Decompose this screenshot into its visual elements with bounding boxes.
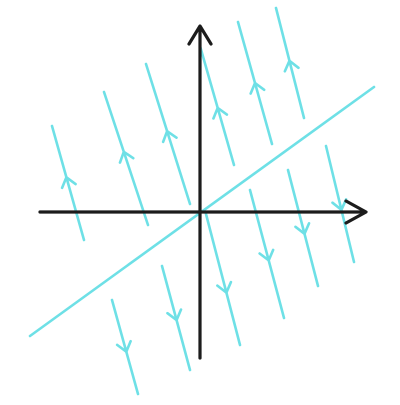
arrowhead-down-icon <box>331 198 348 212</box>
flow-line-path <box>274 6 306 120</box>
arrowhead-up-icon <box>212 106 229 120</box>
flow-line-path <box>160 264 192 372</box>
arrowhead-right-icon <box>344 199 368 225</box>
arrowhead-up-icon <box>249 81 266 95</box>
arrowhead-up-icon <box>60 176 77 190</box>
flow-line-path <box>110 298 140 396</box>
flow-line <box>50 124 86 242</box>
flow-line-path <box>286 168 320 288</box>
arrowhead-up-icon <box>187 24 213 46</box>
flow-line <box>110 298 140 396</box>
flow-line <box>144 62 192 206</box>
flow-lines-group <box>50 6 356 396</box>
flow-line <box>198 44 236 167</box>
arrowhead-down-icon <box>216 280 233 294</box>
arrowhead-up-icon <box>283 59 300 73</box>
arrowhead-down-icon <box>258 248 275 262</box>
flow-line <box>236 20 274 146</box>
arrowhead-down-icon <box>294 222 311 236</box>
flow-line-path <box>324 144 356 264</box>
arrowhead-up-icon <box>118 150 135 164</box>
arrowhead-up-icon <box>161 129 178 144</box>
flow-line <box>204 212 242 347</box>
x-axis <box>38 199 368 225</box>
flow-line <box>248 188 286 320</box>
flow-line <box>274 6 306 120</box>
flow-line <box>286 168 320 288</box>
y-axis <box>187 24 213 360</box>
arrowhead-down-icon <box>166 308 183 322</box>
flow-line-path <box>144 62 192 206</box>
arrowhead-down-icon <box>115 339 132 354</box>
flow-line <box>102 90 150 227</box>
flow-line <box>324 144 356 264</box>
flow-line-path <box>248 188 286 320</box>
flow-line <box>160 264 192 372</box>
flow-line-path <box>50 124 86 242</box>
flow-line-path <box>102 90 150 227</box>
flow-line-path <box>204 212 242 347</box>
flow-line-path <box>198 44 236 167</box>
